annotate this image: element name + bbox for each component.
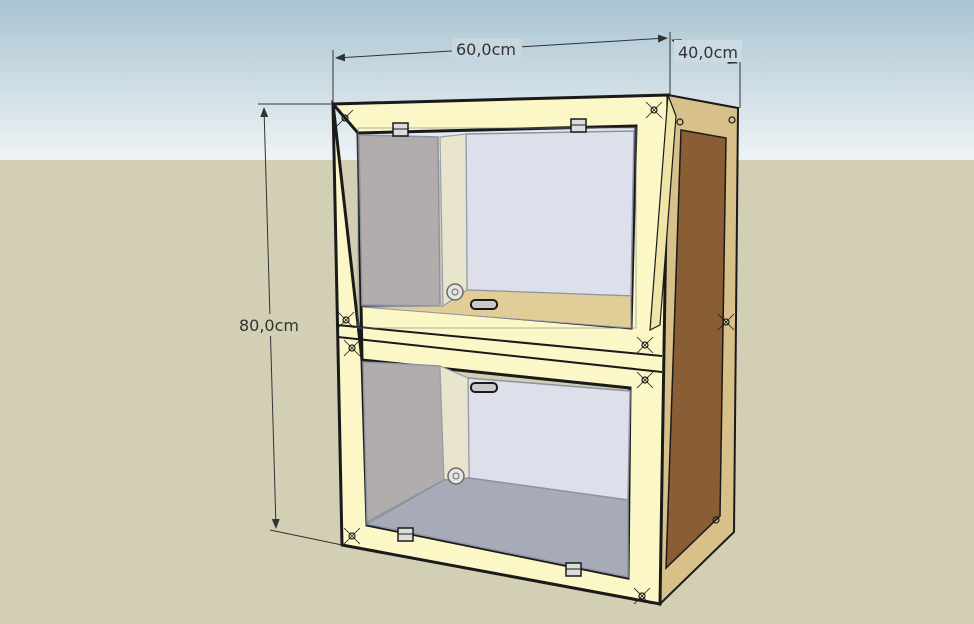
screw-icon [645,101,663,119]
handle-icon [470,382,498,393]
screw-icon [636,371,654,389]
hinge-icon [392,122,409,137]
upper-compartment [357,127,637,329]
screw-icon [636,336,654,354]
screw-icon [717,313,735,331]
width-label-bg [452,38,522,60]
lower-compartment [362,361,631,578]
depth-dimension-label: 40,0cm [678,43,738,62]
cabinet-side [658,93,740,607]
height-dimension-label: 80,0cm [239,316,299,335]
height-label-bg [234,314,304,336]
upper-glass-front-edge [357,127,637,329]
hinge-icon [565,562,582,577]
screw-icon [676,118,684,126]
handle-icon [470,299,498,310]
screw-icon [337,311,355,329]
upper-glass-back [465,130,635,297]
screw-icon [343,339,361,357]
screw-icon [712,516,720,524]
cam-lock-icon [446,283,464,301]
width-dimension-label: 60,0cm [456,40,516,59]
upper-inner-post [439,133,468,308]
hinge-icon [397,527,414,542]
screw-icon [728,116,736,124]
screw-icon [633,587,651,605]
hinge-icon [570,118,587,133]
screw-marks [336,101,736,605]
depth-label-bg [674,40,742,62]
lower-inner-post [439,365,470,481]
hardware [392,118,587,577]
cam-lock-icon [447,467,465,485]
screw-icon [336,109,354,127]
upper-glass-left [358,134,441,307]
screw-icon [343,527,361,545]
lower-glass-floor [364,477,629,578]
